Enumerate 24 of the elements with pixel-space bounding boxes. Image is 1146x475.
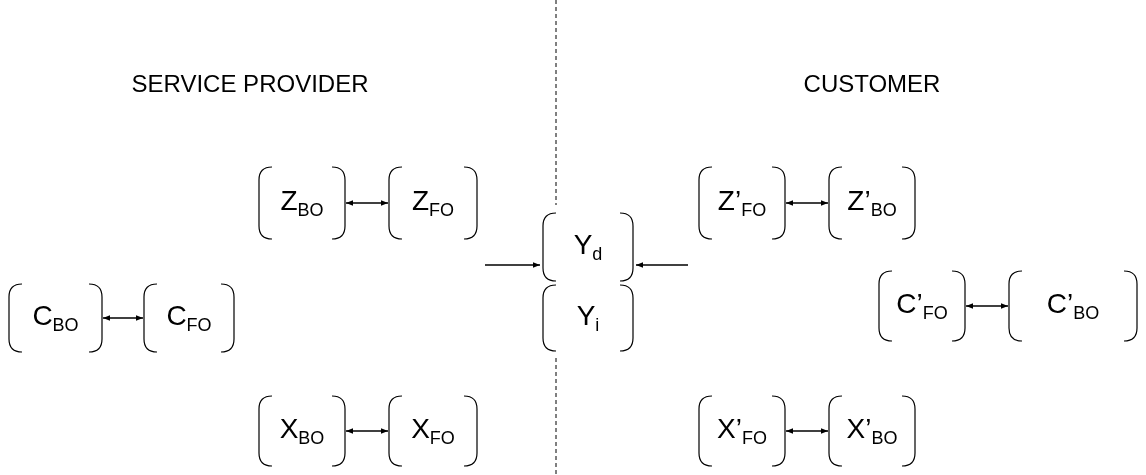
double-arrow [965, 303, 1009, 309]
variable-label: X’$_{BO}$ [846, 415, 898, 447]
variable-label: X$_{FO}$ [411, 415, 455, 447]
double-arrow [785, 428, 829, 434]
double-arrow [345, 200, 389, 206]
variable-label: Y$_{i}$ [576, 302, 600, 334]
variable-label: C$_{BO}$ [32, 302, 79, 334]
double-arrow [785, 200, 829, 206]
double-arrow [102, 315, 144, 321]
arrow [484, 262, 541, 268]
section-heading: CUSTOMER [803, 70, 941, 98]
variable-label: X’$_{FO}$ [717, 415, 767, 447]
variable-label: Z$_{FO}$ [411, 187, 455, 219]
section-heading: SERVICE PROVIDER [131, 70, 369, 98]
variable-label: X$_{BO}$ [279, 415, 325, 447]
variable-label: C’$_{BO}$ [1046, 290, 1100, 322]
double-arrow [345, 428, 389, 434]
variable-label: Z’$_{BO}$ [847, 187, 897, 219]
variable-label: C’$_{FO}$ [896, 290, 948, 322]
variable-label: C$_{FO}$ [166, 302, 212, 334]
variable-label: Y$_{d}$ [573, 231, 603, 263]
variable-label: Z’$_{FO}$ [717, 187, 767, 219]
arrow [635, 262, 689, 268]
variable-label: Z$_{BO}$ [280, 187, 324, 219]
